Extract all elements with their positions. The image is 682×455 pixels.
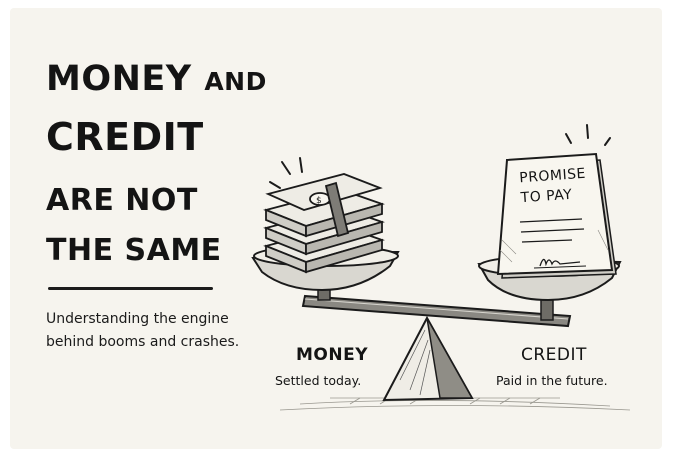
sparkle-lines-right — [565, 124, 611, 146]
credit-label: CREDIT — [521, 345, 587, 365]
money-caption: Settled today. — [275, 373, 362, 388]
title-divider — [48, 287, 213, 290]
money-label: MONEY — [296, 345, 369, 365]
title-line-2: CREDIT — [46, 115, 204, 159]
cash-stack-icon: $ — [263, 173, 385, 274]
ground-shadow — [279, 397, 631, 411]
title-line-3: ARE NOT — [46, 183, 198, 218]
subtitle-line-1: Understanding the engine — [46, 311, 229, 327]
title-word-and: AND — [204, 67, 267, 96]
fulcrum — [382, 315, 474, 402]
svg-text:$: $ — [316, 196, 322, 206]
subtitle: Understanding the engine behind booms an… — [46, 308, 286, 354]
credit-caption: Paid in the future. — [496, 373, 608, 388]
sparkle-lines-left — [269, 157, 303, 189]
title-line-4: THE SAME — [46, 233, 222, 268]
subtitle-line-2: behind booms and crashes. — [46, 334, 240, 350]
promise-note-text: PROMISE TO PAY — [519, 164, 588, 209]
balance-beam — [301, 294, 572, 328]
promissory-note-icon — [496, 152, 617, 279]
title-line-1: MONEY AND — [46, 62, 267, 97]
title-word-money: MONEY — [46, 59, 192, 99]
